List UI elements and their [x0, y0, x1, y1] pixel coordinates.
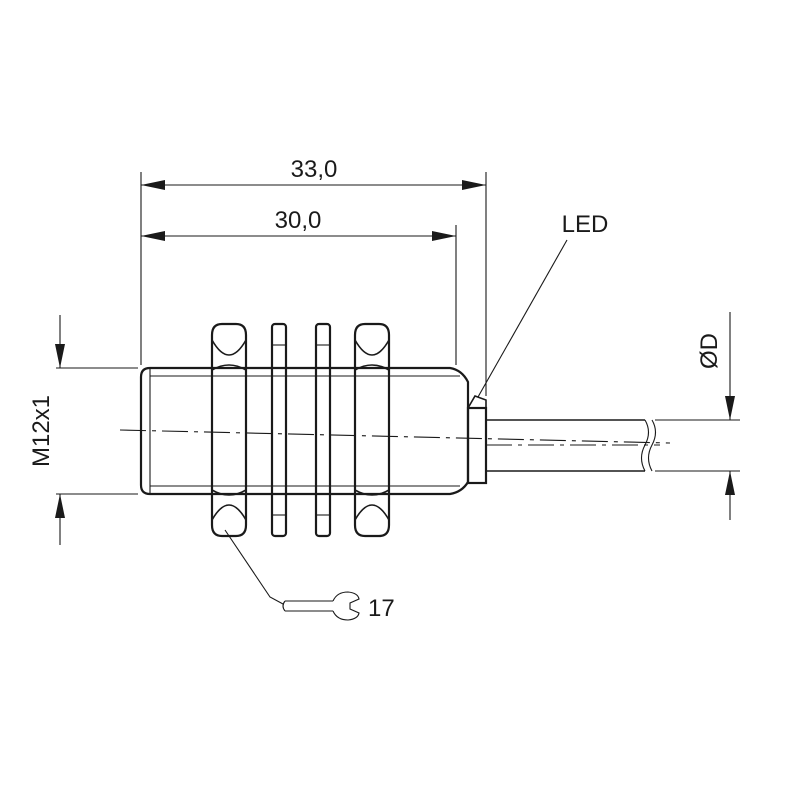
- wrench-leader-line: [224, 529, 284, 605]
- sensor-body: [139, 366, 470, 496]
- thread-length-label: 30,0: [275, 207, 322, 234]
- center-line: [119, 429, 671, 444]
- washer-left: [270, 322, 288, 538]
- wrench-icon: [282, 591, 360, 621]
- led-housing: [466, 395, 488, 485]
- wrench-size-label: 17: [368, 595, 395, 622]
- dimension-thread-diameter: [55, 315, 138, 545]
- thread-label: M12x1: [28, 395, 55, 467]
- overall-length-label: 33,0: [291, 156, 338, 183]
- hex-nut-right: [353, 322, 391, 538]
- led-label: LED: [562, 211, 609, 238]
- dimension-thread-length: [141, 225, 457, 365]
- led-leader-line: [477, 239, 568, 398]
- dimension-overall-length: [140, 172, 487, 396]
- washer-right: [314, 322, 332, 538]
- cable-diameter-label: ØD: [696, 333, 723, 369]
- dimension-cable-diameter: [655, 312, 740, 520]
- hex-nut-left: [210, 322, 248, 538]
